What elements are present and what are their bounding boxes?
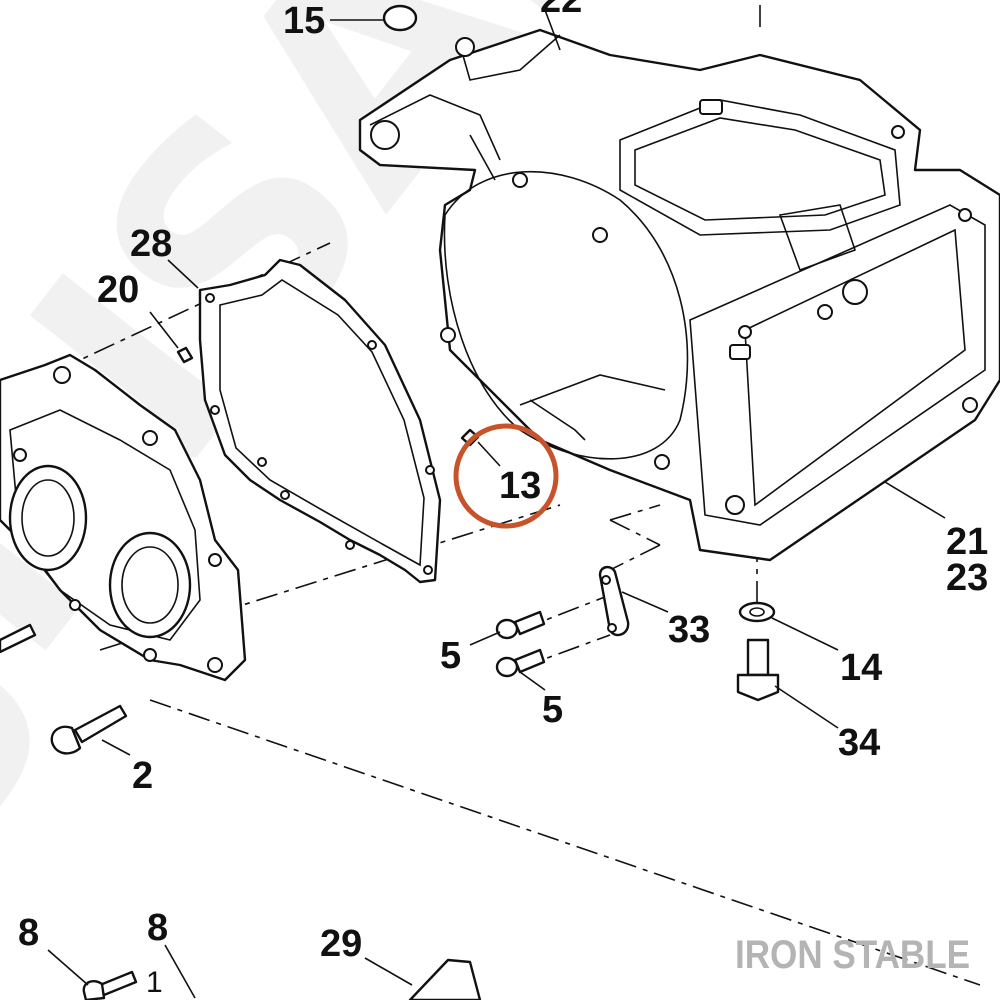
callout-1: 1 (146, 966, 163, 999)
screw-upper (495, 610, 546, 640)
o-ring (382, 4, 418, 32)
callout-20: 20 (97, 269, 139, 311)
brand-logo-text: IRON STABLE (735, 933, 970, 977)
callout-5-upper: 5 (440, 635, 461, 677)
drain-plug (736, 638, 780, 702)
highlight-ring (453, 423, 559, 529)
callout-28: 28 (130, 223, 172, 265)
screw-lower (495, 648, 546, 678)
callout-21: 21 (946, 521, 988, 563)
crankcase (358, 28, 1000, 562)
callout-8-left: 8 (18, 912, 39, 954)
gasket (198, 258, 442, 584)
callout-34: 34 (838, 722, 880, 764)
callout-13: 13 (499, 465, 541, 507)
dowel-pin (176, 346, 194, 364)
callout-29: 29 (320, 923, 362, 965)
bottom-gasket (408, 958, 482, 1000)
callout-2: 2 (132, 755, 153, 797)
leader-lines (47, 9, 946, 999)
callout-33: 33 (668, 609, 710, 651)
mounting-bracket (598, 565, 630, 637)
bottom-bolt (82, 970, 138, 1000)
long-bolt (0, 623, 37, 654)
callout-14: 14 (840, 647, 882, 689)
cover-bolt (50, 704, 128, 755)
cover-plate (0, 353, 247, 682)
callout-8-right: 8 (147, 907, 168, 949)
callout-labels: 15 22 28 20 13 21 23 33 5 5 14 34 2 8 8 … (18, 0, 988, 999)
callout-22: 22 (540, 0, 582, 21)
callout-5-lower: 5 (542, 689, 563, 731)
callout-15: 15 (283, 0, 325, 42)
callout-23: 23 (946, 557, 988, 599)
sealing-washer (738, 601, 776, 623)
